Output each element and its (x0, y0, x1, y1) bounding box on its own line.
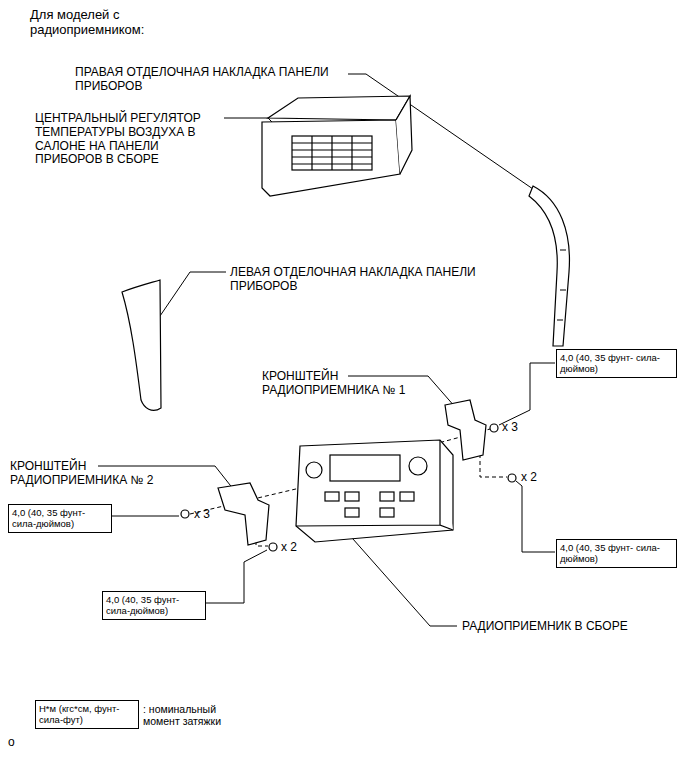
left-trim-panel (122, 280, 161, 410)
torque-value: 4,0 (40, 35 фунт- сила-дюймов) (12, 507, 108, 530)
legend-text: : номинальный момент затяжки (143, 703, 221, 727)
vent-grille (292, 136, 372, 170)
quantity-label: x 3 (502, 421, 518, 435)
leader-line (206, 550, 267, 603)
legend-torque-box: Н*м (кгс*см, фунт- сила-фут) (35, 700, 139, 729)
radio-button (345, 492, 359, 501)
vent-grille (292, 136, 372, 170)
bolt (508, 474, 516, 482)
torque-value: 4,0 (40, 35 фунт- сила-дюймов) (106, 594, 202, 617)
bracket (445, 400, 486, 460)
quantity-label: о (8, 736, 15, 750)
radio-knob (409, 457, 427, 475)
torque-value: Н*м (кгс*см, фунт- сила-фут) (39, 703, 135, 726)
quantity-label: x 2 (521, 471, 537, 485)
part-name: ЛЕВАЯ ОТДЕЛОЧНАЯ НАКЛАДКА ПАНЕЛИ ПРИБОРО… (230, 266, 530, 294)
radio-button (325, 492, 339, 501)
radio-display (330, 455, 400, 481)
torque-box: 4,0 (40, 35 фунт- сила-дюймов) (556, 539, 677, 568)
radio-knob (306, 462, 322, 478)
torque-value: 4,0 (40, 35 фунт- сила-дюймов) (560, 542, 673, 565)
part-name: КРОНШТЕЙН РАДИОПРИЕМНИКА № 1 (262, 370, 422, 398)
radio-button (380, 508, 394, 517)
leader-line (345, 530, 457, 626)
title: Для моделей с радиоприемником: (30, 8, 180, 38)
vent-housing (262, 120, 400, 196)
radio-button (380, 492, 394, 501)
leader-line (112, 516, 179, 517)
leader-line (160, 272, 226, 316)
torque-box: 4,0 (40, 35 фунт- сила-дюймов) (556, 349, 677, 378)
quantity-label: x 2 (281, 541, 297, 555)
bracket (218, 483, 269, 545)
radio-body (296, 440, 453, 530)
vent-housing (396, 96, 412, 174)
radio-button (345, 508, 359, 517)
vent-housing (268, 96, 410, 120)
leader-line (499, 363, 555, 425)
torque-box: 4,0 (40, 35 фунт- сила-дюймов) (102, 591, 206, 620)
torque-value: 4,0 (40, 35 фунт- сила-дюймов) (560, 352, 673, 375)
part-name: КРОНШТЕЙН РАДИОПРИЕМНИКА № 2 (10, 460, 170, 488)
leader-line (516, 481, 555, 552)
quantity-label: x 3 (194, 508, 210, 522)
part-name: РАДИОПРИЕМНИК В СБОРЕ (462, 620, 682, 634)
right-trim-panel (529, 186, 569, 346)
trim-clip (557, 250, 566, 320)
part-name: ПРАВАЯ ОТДЕЛОЧНАЯ НАКЛАДКА ПАНЕЛИ ПРИБОР… (75, 66, 375, 94)
radio-button (400, 492, 414, 501)
legend-item: : номинальный момент затяжки (143, 703, 248, 727)
bolt (490, 424, 498, 432)
bolt (269, 543, 277, 551)
radio-body (296, 440, 453, 542)
part-name: ЦЕНТРАЛЬНЫЙ РЕГУЛЯТОР ТЕМПЕРАТУРЫ ВОЗДУХ… (35, 112, 220, 167)
torque-box: 4,0 (40, 35 фунт- сила-дюймов) (8, 504, 112, 533)
bolt (181, 510, 189, 518)
